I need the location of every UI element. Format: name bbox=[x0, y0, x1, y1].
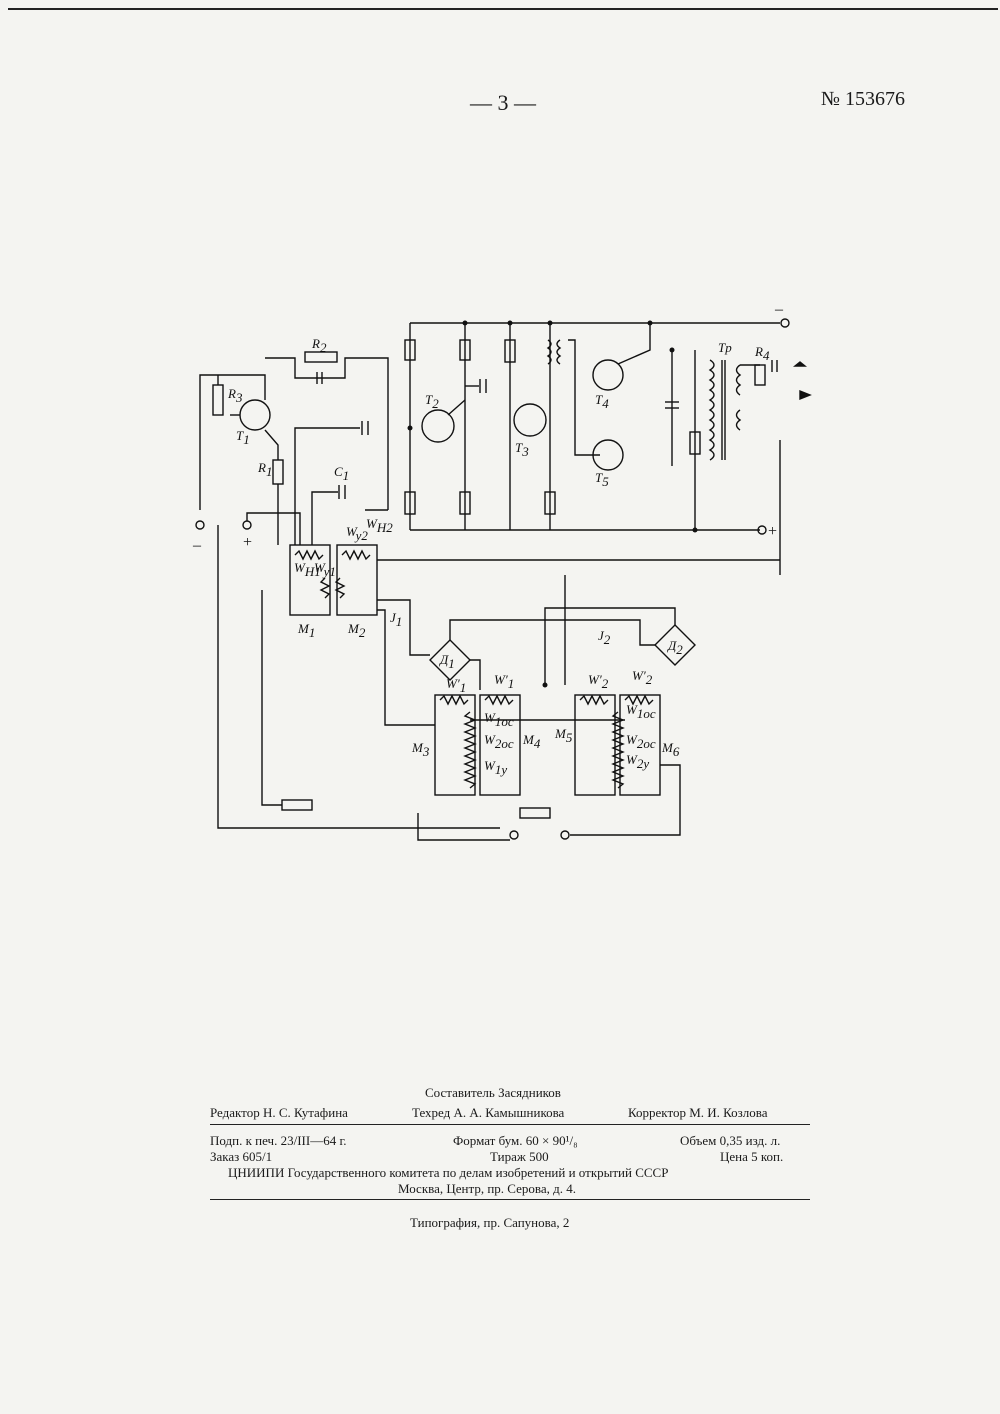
price-line: Цена 5 коп. bbox=[720, 1149, 783, 1165]
signed-line: Подп. к печ. 23/III—64 г. bbox=[210, 1133, 347, 1149]
label-plus-right: + bbox=[768, 523, 777, 540]
label-r4: R4 bbox=[754, 344, 770, 363]
transformer-tr-primary bbox=[710, 360, 714, 460]
label-w10c: W1ос bbox=[484, 710, 514, 729]
label-j1: J1 bbox=[390, 610, 402, 629]
potentiometer-1 bbox=[282, 800, 312, 810]
imprint-rule-bottom bbox=[210, 1199, 810, 1200]
label-w1p-a: W′1 bbox=[446, 676, 466, 695]
label-w1y: W1у bbox=[484, 758, 507, 777]
label-plus-left: + bbox=[243, 534, 252, 551]
winding-w1p-m4 bbox=[485, 696, 513, 704]
label-j2: J2 bbox=[598, 628, 611, 647]
terminal-bottom-right bbox=[561, 831, 569, 839]
junction bbox=[463, 321, 468, 326]
resistor-r1 bbox=[273, 460, 283, 484]
address-line: Москва, Центр, пр. Серова, д. 4. bbox=[398, 1181, 576, 1197]
junction bbox=[670, 348, 675, 353]
label-m4: M4 bbox=[522, 732, 541, 751]
wire-d1-out bbox=[470, 660, 480, 690]
wire-m2-m3 bbox=[377, 610, 435, 725]
label-t4: T4 bbox=[595, 392, 609, 411]
label-m2: M2 bbox=[347, 621, 366, 640]
label-w2p-a: W′2 bbox=[588, 672, 609, 691]
label-wn2: WH2 bbox=[366, 516, 393, 535]
wire-pot1 bbox=[262, 590, 282, 805]
printshop-line: Типография, пр. Сапунова, 2 bbox=[410, 1215, 569, 1231]
order-line: Заказ 605/1 bbox=[210, 1149, 272, 1165]
imprint-rule-top bbox=[210, 1124, 810, 1125]
label-c1: C1 bbox=[334, 464, 349, 483]
junction bbox=[408, 426, 413, 431]
arrow-output-b bbox=[800, 391, 810, 399]
techred-line: Техред А. А. Камышникова bbox=[412, 1105, 564, 1121]
wire-t1-r1 bbox=[265, 430, 278, 460]
junction bbox=[693, 528, 698, 533]
label-w20c: W2ос bbox=[484, 732, 514, 751]
label-d1: Д1 bbox=[438, 652, 455, 671]
label-w20c-2: W2ос bbox=[626, 732, 656, 751]
compiler-line: Составитель Засядников bbox=[425, 1085, 561, 1101]
arrow-output-a bbox=[795, 362, 805, 366]
transistor-t1 bbox=[240, 400, 270, 430]
label-t3: T3 bbox=[515, 440, 529, 459]
volume-line: Объем 0,35 изд. л. bbox=[680, 1133, 780, 1149]
terminal-minus-left bbox=[196, 521, 204, 529]
wire-plus-left bbox=[247, 513, 300, 545]
winding-wn1 bbox=[295, 551, 323, 559]
label-r3: R3 bbox=[227, 386, 243, 405]
label-w2p-b: W′2 bbox=[632, 668, 653, 687]
label-d2: Д2 bbox=[666, 638, 683, 657]
core-m3 bbox=[435, 695, 475, 795]
resistor-r4 bbox=[755, 365, 765, 385]
wire-r2 bbox=[265, 358, 388, 510]
terminal-bottom-left bbox=[510, 831, 518, 839]
wire-d1 bbox=[450, 620, 655, 645]
label-m1: M1 bbox=[297, 621, 315, 640]
label-minus-top: – bbox=[774, 301, 784, 318]
junction bbox=[548, 321, 553, 326]
label-w1p-b: W′1 bbox=[494, 672, 514, 691]
label-tr: Tр bbox=[718, 340, 732, 355]
winding-wy1 bbox=[321, 578, 329, 598]
label-m5: M5 bbox=[554, 726, 573, 745]
terminal-minus-top bbox=[781, 319, 789, 327]
label-m3: M3 bbox=[411, 740, 430, 759]
transformer-tr-secondary bbox=[737, 365, 741, 430]
junction bbox=[543, 683, 548, 688]
label-w2y: W2у bbox=[626, 752, 649, 771]
core-m5 bbox=[575, 695, 615, 795]
wire-t4-t5 bbox=[618, 323, 650, 364]
winding-w1p-m3 bbox=[440, 696, 468, 704]
terminal-plus-left bbox=[243, 521, 251, 529]
label-m6: M6 bbox=[661, 740, 680, 759]
resistor-r3 bbox=[213, 385, 223, 415]
label-minus-left: – bbox=[192, 537, 202, 554]
junction bbox=[648, 321, 653, 326]
wire-pot2 bbox=[418, 813, 510, 840]
winding-left-stack bbox=[465, 712, 475, 788]
label-r1: R1 bbox=[257, 460, 272, 479]
potentiometer-2 bbox=[520, 808, 550, 818]
wire-t2-col bbox=[448, 400, 465, 415]
transistor-t3 bbox=[514, 404, 546, 436]
label-t1: T1 bbox=[236, 428, 250, 447]
editor-line: Редактор Н. С. Кутафина bbox=[210, 1105, 348, 1121]
format-line: Формат бум. 60 × 90¹/₈ bbox=[453, 1133, 578, 1149]
label-t5: T5 bbox=[595, 470, 609, 489]
wire-right-bottom bbox=[570, 765, 680, 835]
institute-line: ЦНИИПИ Государственного комитета по дела… bbox=[228, 1165, 668, 1181]
circulation-line: Тираж 500 bbox=[490, 1149, 549, 1165]
junction bbox=[508, 321, 513, 326]
winding-wn2 bbox=[342, 551, 370, 559]
wire-c1 bbox=[312, 492, 338, 545]
winding-w2p-m5 bbox=[580, 696, 608, 704]
label-t2: T2 bbox=[425, 392, 439, 411]
corrector-line: Корректор М. И. Козлова bbox=[628, 1105, 768, 1121]
